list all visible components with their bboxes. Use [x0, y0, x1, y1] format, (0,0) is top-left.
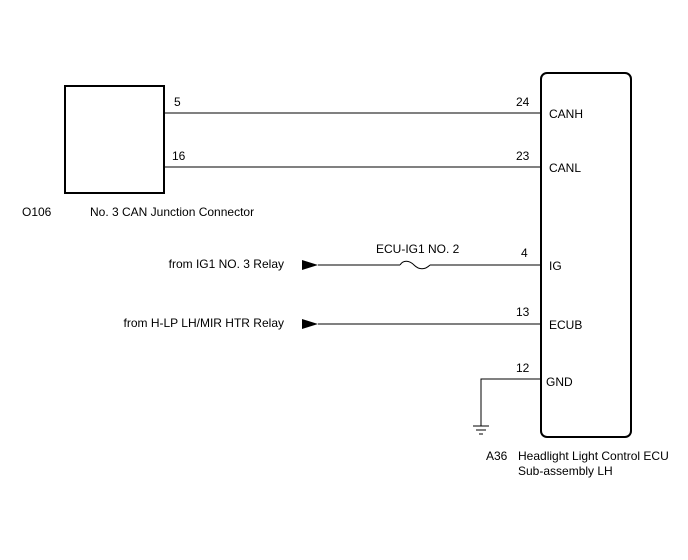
ecu-code: A36 [486, 449, 508, 463]
ecu-pin-signal-gnd: GND [546, 375, 573, 389]
ecu-name-line1: Headlight Light Control ECU [518, 449, 669, 463]
gnd-wire [480, 378, 541, 426]
junction-connector-name: No. 3 CAN Junction Connector [90, 205, 254, 219]
junction-pin-canh: 5 [174, 95, 181, 109]
ecu-pin-signal-canl: CANL [549, 161, 581, 175]
junction-connector-code: O106 [22, 205, 52, 219]
ecu-pin-number-ecub: 13 [516, 305, 530, 319]
ecu-pin-number-gnd: 12 [516, 361, 530, 375]
ecu-name-line2: Sub-assembly LH [518, 464, 613, 478]
ground-icon [473, 425, 489, 435]
junction-pin-canl: 16 [172, 149, 186, 163]
arrow-right-icon [302, 319, 318, 329]
arrow-right-icon [302, 260, 318, 270]
ecub-source-label: from H-LP LH/MIR HTR Relay [124, 316, 284, 330]
junction-connector-box [64, 85, 165, 194]
ecu-pin-signal-canh: CANH [549, 107, 583, 121]
fuse-label: ECU-IG1 NO. 2 [376, 242, 460, 256]
ecu-box [540, 72, 632, 438]
fuse-icon [399, 260, 431, 270]
ig-source-label: from IG1 NO. 3 Relay [169, 257, 284, 271]
ecu-pin-number-canl: 23 [516, 149, 530, 163]
ecu-pin-signal-ecub: ECUB [549, 318, 582, 332]
ecu-pin-number-canh: 24 [516, 95, 530, 109]
ecu-pin-number-ig: 4 [521, 246, 528, 260]
ecu-pin-signal-ig: IG [549, 259, 562, 273]
